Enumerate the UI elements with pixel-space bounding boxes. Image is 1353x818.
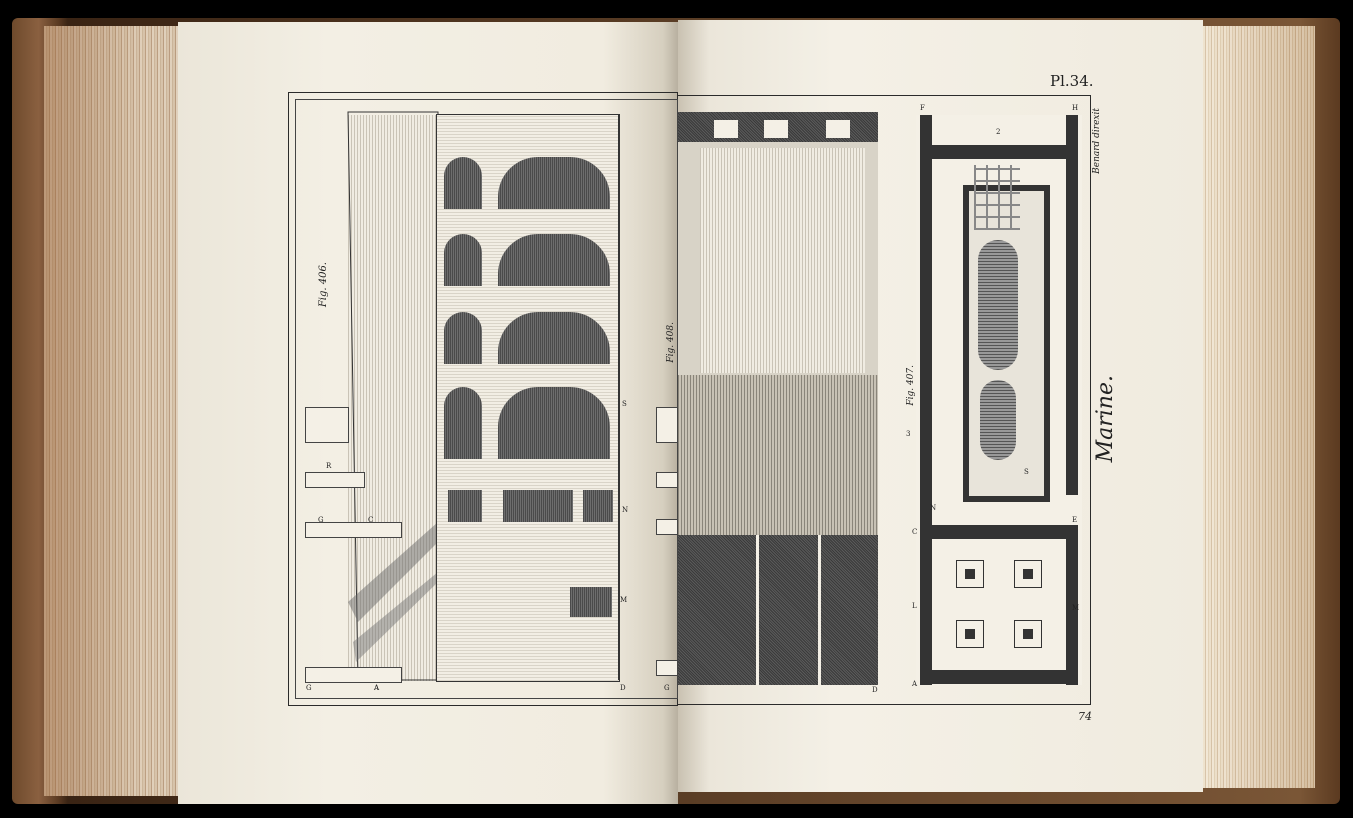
reference-letter: D [872, 686, 878, 694]
arch-7 [444, 387, 482, 459]
right-page-edges [1200, 26, 1315, 788]
scaffold [974, 165, 1020, 230]
figure-label-407: Fig. 407. [906, 365, 916, 406]
reference-letter: M [1072, 604, 1080, 612]
plate-number: Pl.34. [1050, 72, 1094, 90]
plan-wall-right-upper [1066, 115, 1078, 495]
reference-letter: R [326, 462, 332, 470]
column-base-g [305, 667, 402, 683]
left-page-edges [44, 26, 184, 796]
divider-1 [756, 535, 759, 685]
column-base-v [305, 407, 349, 443]
door [570, 587, 612, 617]
divider-2 [818, 535, 821, 685]
window-1 [714, 120, 738, 138]
reference-letter: M [620, 596, 628, 604]
reference-letter: N [930, 504, 937, 512]
plinth-1 [956, 560, 984, 588]
ship-hull-2 [980, 380, 1016, 460]
side-column-1 [656, 407, 678, 443]
page-number: 74 [1078, 710, 1092, 723]
right-plate-frame [678, 95, 1091, 705]
plinth-2 [1014, 560, 1042, 588]
arch-4 [498, 234, 610, 286]
middle-hall [678, 375, 878, 535]
arch-3 [444, 234, 482, 286]
column-base-r [305, 472, 365, 488]
figure-label-408: Fig. 408. [666, 322, 676, 363]
arch-11 [583, 490, 613, 522]
window-2 [764, 120, 788, 138]
reference-letter: N [622, 506, 629, 514]
reference-letter: A [374, 684, 380, 692]
plate-subtitle: Benard direxit [1092, 108, 1102, 174]
reference-letter: D [620, 684, 626, 692]
right-page: Pl.34. Marine. Benard direxit Fig. 407. … [678, 20, 1203, 792]
reference-letter: S [622, 400, 627, 408]
window-3 [826, 120, 850, 138]
plinth-4 [1014, 620, 1042, 648]
arch-10 [503, 490, 573, 522]
reference-letter: C [368, 516, 374, 524]
column-base-c [305, 522, 402, 538]
side-column-3 [656, 519, 678, 535]
reference-letter: G [318, 516, 324, 524]
reference-letter: 2 [996, 128, 1001, 136]
plan-wall-mid [920, 525, 1078, 539]
arch-2 [498, 157, 610, 209]
reference-letter: A [912, 680, 918, 688]
arch-6 [498, 312, 610, 364]
lower-rooms [678, 535, 878, 685]
plinth-3 [956, 620, 984, 648]
plan-wall-top [920, 145, 1078, 159]
upper-hall [700, 148, 865, 373]
plate-title: Marine. [1093, 375, 1118, 463]
reference-letter: A [374, 684, 380, 692]
reference-letter: F [920, 104, 925, 112]
arch-9 [448, 490, 482, 522]
reference-letter: S [1024, 468, 1029, 476]
reference-letter: L [912, 602, 917, 610]
plan-wall-left [920, 115, 932, 685]
side-section [618, 114, 677, 680]
reference-letter: E [1072, 516, 1078, 524]
reference-letter: 3 [906, 430, 911, 438]
arch-8 [498, 387, 610, 459]
side-column-2 [656, 472, 678, 488]
reference-letter: H [1072, 104, 1079, 112]
side-column-4 [656, 660, 678, 676]
left-plate-inner-frame [295, 99, 678, 699]
ship-hull-1 [978, 240, 1018, 370]
reference-letter: G [664, 684, 670, 692]
reference-letter: C [912, 528, 918, 536]
arch-5 [444, 312, 482, 364]
plan-wall-bottom [920, 670, 1078, 684]
reference-letter: G [306, 684, 312, 692]
plan-wall-right-lower [1066, 525, 1078, 685]
figure-label-406: Fig. 406. [318, 262, 329, 308]
arch-1 [444, 157, 482, 209]
